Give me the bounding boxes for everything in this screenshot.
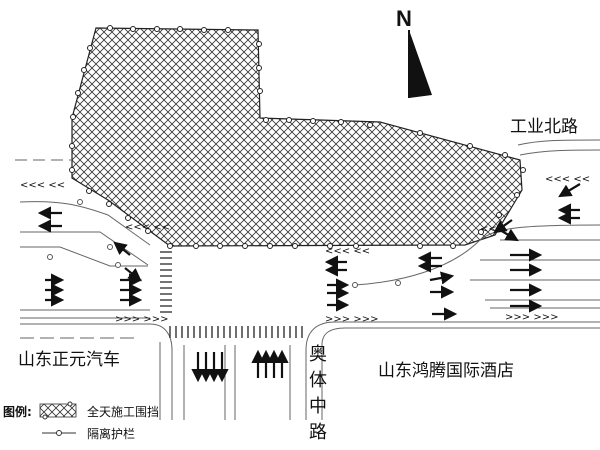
legend-item-construction: 全天施工围挡 <box>87 405 160 419</box>
place-label-east: 山东鸿腾国际酒店 <box>378 361 514 381</box>
road-label-char: 路 <box>309 422 327 443</box>
road-label-gongye-north: 工业北路 <box>510 117 578 137</box>
place-label-west: 山东正元汽车 <box>18 350 120 370</box>
crosswalks <box>160 251 303 338</box>
road-label-aoti-middle: 奥 体 中 路 <box>308 342 328 446</box>
road-lines <box>15 139 600 420</box>
svg-text:<<< <<: <<< << <box>20 180 65 191</box>
svg-text:<<<: <<< <box>480 224 505 235</box>
guardrail-posts <box>47 199 401 288</box>
svg-text:<<< <<: <<< << <box>325 246 370 257</box>
north-label: N <box>396 6 412 31</box>
svg-text:>>> >>>: >>> >>> <box>325 314 378 325</box>
road-label-char: 体 <box>309 370 327 391</box>
chevron-markings: <<< << <<< << >>> >>> <<< << >>> >>> <<<… <box>20 174 590 325</box>
svg-text:<<< <<: <<< << <box>125 222 170 233</box>
construction-zone <box>69 25 526 249</box>
road-label-char: 中 <box>309 396 327 417</box>
lane-arrows <box>37 183 581 383</box>
legend-title: 图例: <box>3 405 32 419</box>
north-arrow-icon <box>408 30 432 98</box>
svg-text:<<< <<: <<< << <box>545 174 590 185</box>
svg-text:>>> >>>: >>> >>> <box>115 314 168 325</box>
legend-swatches <box>39 401 77 436</box>
road-label-char: 奥 <box>309 344 327 365</box>
legend-item-guardrail: 隔离护栏 <box>87 427 136 441</box>
svg-text:>>> >>>: >>> >>> <box>505 312 558 323</box>
